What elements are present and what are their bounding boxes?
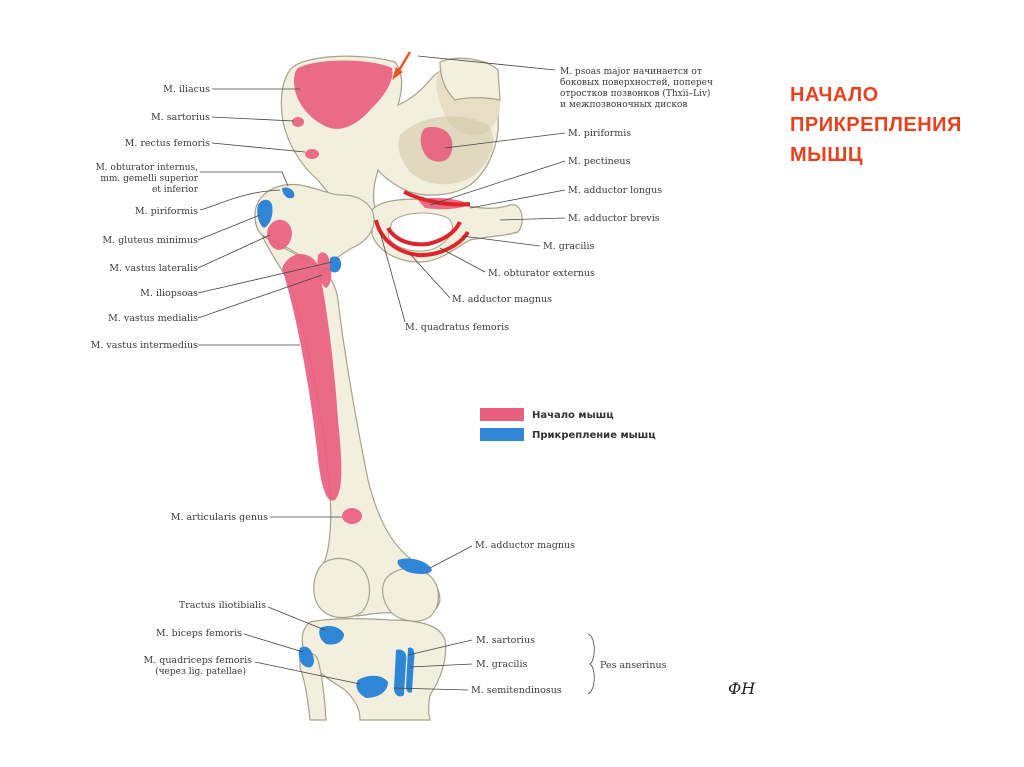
label-vastus-medialis: M. vastus medialis [108,313,198,324]
left-labels: M. iliacus M. sartorius M. rectus femori… [91,84,269,677]
insertion-pes-anserinus-1 [394,649,407,697]
origin-iliacus [294,60,393,129]
label-psoas-2: боковых поверхностей, попереч [560,77,713,88]
label-quadriceps-2: (через lig. patellae) [155,666,246,677]
legend: Начало мышц Прикрепление мышц [480,408,656,441]
insertion-iliopsoas [330,256,342,273]
label-psoas-3: отростков позвонков (Thxii–Liv) [560,88,710,99]
slide-heading: НАЧАЛО ПРИКРЕПЛЕНИЯ МЫШЦ [790,80,1010,170]
origin-rectus-femoris [305,149,319,159]
heading-line-1: НАЧАЛО [790,84,879,106]
label-piriformis-left: M. piriformis [135,206,198,217]
label-obturator-1: M. obturator internus, [96,163,198,173]
label-articularis-genus: M. articularis genus [171,512,268,523]
insertion-pes-anserinus-2 [406,647,415,693]
origin-sartorius [292,117,304,127]
label-obturator-3: et inferior [152,185,199,195]
label-piriformis-right: M. piriformis [568,128,631,139]
label-biceps-femoris: M. biceps femoris [156,628,242,639]
label-pes-anserinus: Pes anserinus [600,660,667,671]
label-iliacus: M. iliacus [163,84,210,95]
insertion-adductor-magnus [397,558,432,575]
heading-line-3: МЫШЦ [790,144,863,166]
legend-origin-label: Начало мышц [532,410,614,421]
label-tractus-iliotibialis: Tractus iliotibialis [179,600,266,611]
label-adductor-brevis: M. adductor brevis [568,213,660,224]
origin-articularis-genus [342,508,362,524]
label-gracilis-top: M. gracilis [543,241,594,252]
insertion-gluteus-minimus [257,199,273,228]
label-obturator-externus: M. obturator externus [488,268,595,279]
label-iliopsoas: M. iliopsoas [140,288,198,299]
label-obturator-2: mm. gemelli superior [100,174,198,184]
label-gluteus-minimus: M. gluteus minimus [102,235,198,246]
label-quadratus-femoris: M. quadratus femoris [405,322,509,333]
label-vastus-intermedius: M. vastus intermedius [91,340,199,351]
label-psoas-1: M. psoas major начинается от [560,67,702,77]
insertion-tractus-iliotibialis [319,626,344,645]
insertion-piriformis [282,187,295,199]
label-adductor-longus: M. adductor longus [568,185,662,196]
origin-vastus-medialis-strip [317,252,332,288]
legend-insertion-label: Прикрепление мышц [532,430,656,441]
insertion-quadriceps [356,675,388,698]
label-sartorius-right: M. sartorius [476,635,535,646]
legend-origin-swatch [480,408,524,421]
heading-line-2: ПРИКРЕПЛЕНИЯ [790,114,962,136]
label-gracilis-bottom: M. gracilis [476,659,527,670]
origin-piriformis-pelvis [420,126,453,162]
label-vastus-lateralis: M. vastus lateralis [109,263,198,274]
label-quadriceps-1: M. quadriceps femoris [143,655,252,666]
right-labels: M. psoas major начинается от боковых пов… [405,67,713,696]
label-rectus-femoris: M. rectus femoris [125,138,211,149]
label-adductor-magnus-bottom: M. adductor magnus [475,540,575,551]
origin-areas [267,60,470,524]
label-pectineus: M. pectineus [568,156,631,167]
label-sartorius: M. sartorius [151,112,210,123]
artist-signature: ФН [728,679,756,698]
psoas-arrow [392,51,412,80]
origin-vastus-lateralis [267,219,292,250]
origin-vastus-intermedius [282,254,342,501]
label-semitendinosus: M. semitendinosus [471,685,562,696]
leader-lines [197,55,595,695]
label-adductor-magnus-top: M. adductor magnus [452,294,552,305]
label-psoas-4: и межпозвоночных дисков [560,100,687,110]
legend-insertion-swatch [480,428,524,441]
